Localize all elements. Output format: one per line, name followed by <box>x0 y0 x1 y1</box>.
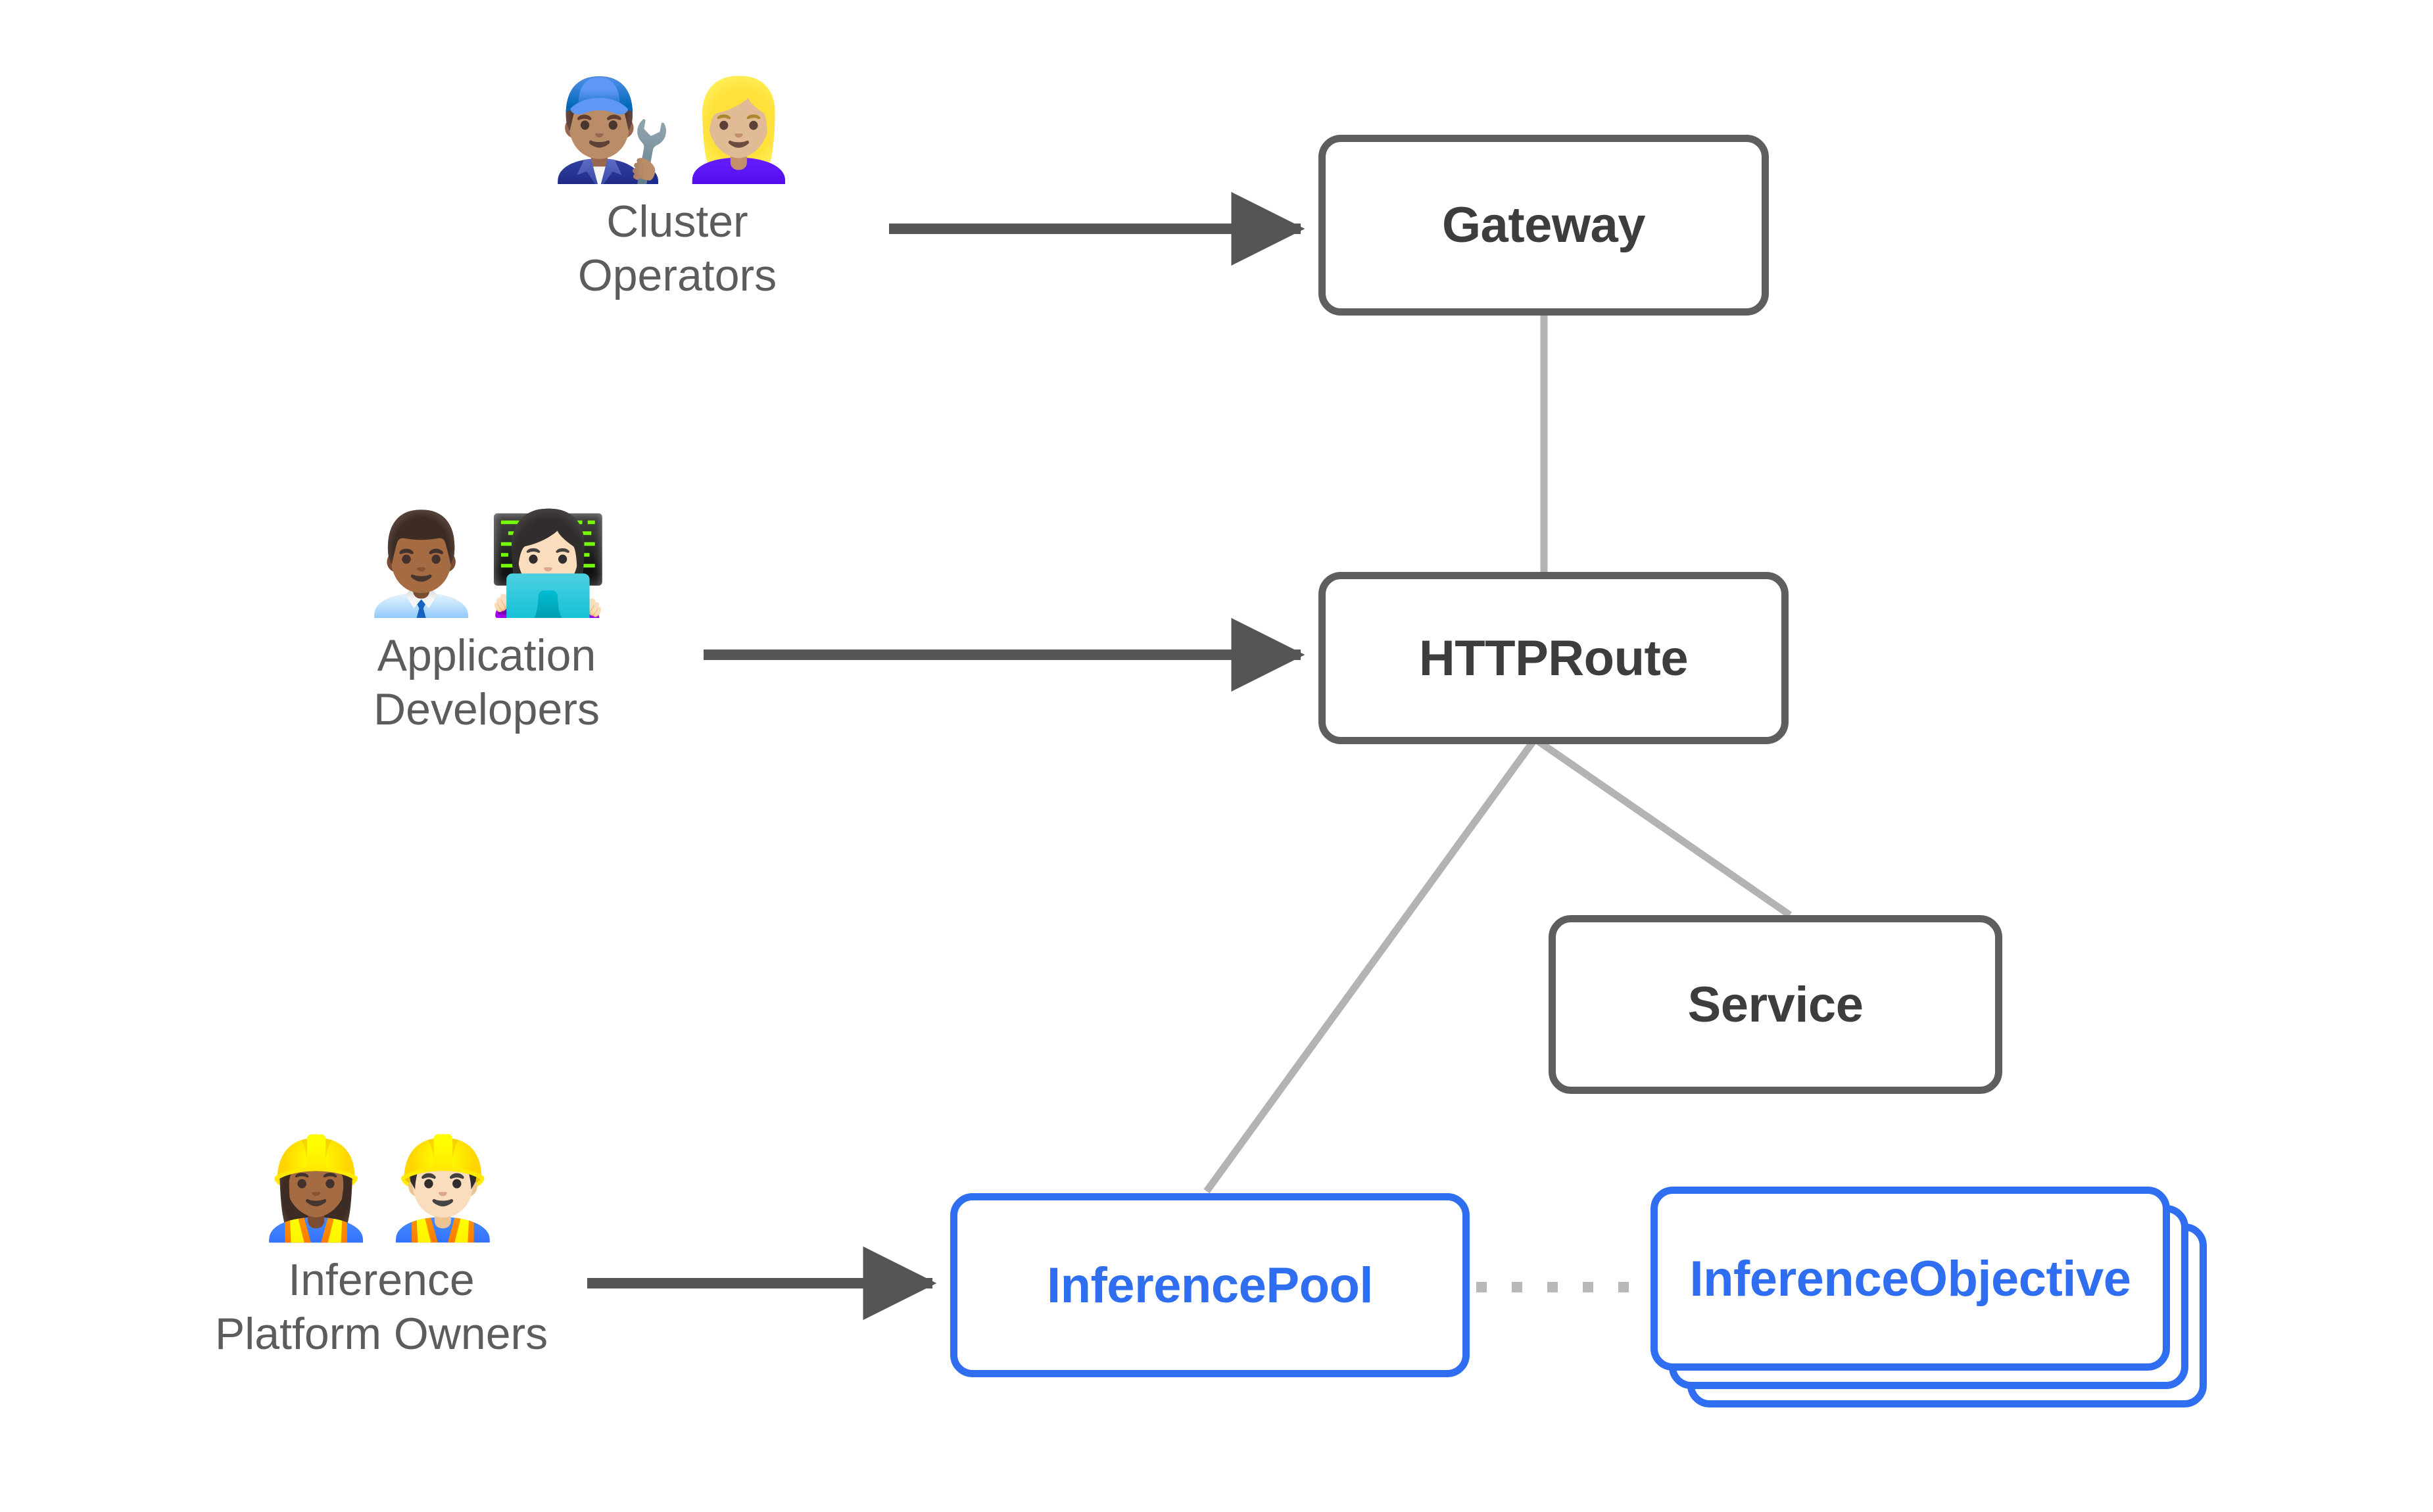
persona-application-developers: 👨🏾‍💼👩🏻‍💻 Application Developers <box>302 507 671 737</box>
cluster-operators-label: Cluster Operators <box>577 196 777 301</box>
persona-inference-platform-owners: 👷🏾‍♀️👷🏻‍♂️ Inference Platform Owners <box>164 1137 598 1361</box>
node-httproute-label: HTTPRoute <box>1418 630 1689 686</box>
edge-httproute-service <box>1534 737 1793 918</box>
node-httproute[interactable]: HTTPRoute <box>1318 572 1789 744</box>
persona-cluster-operators: 👨🏽‍🔧👱🏼‍♀️ Cluster Operators <box>500 73 855 303</box>
node-service[interactable]: Service <box>1549 915 2002 1094</box>
node-service-label: Service <box>1687 976 1864 1033</box>
node-gateway[interactable]: Gateway <box>1318 135 1769 316</box>
application-developers-label: Application Developers <box>373 630 600 735</box>
edge-httproute-inferencepool <box>1203 738 1537 1194</box>
cluster-operators-avatars: 👨🏽‍🔧👱🏼‍♀️ <box>550 73 804 187</box>
inference-platform-owners-label: Inference Platform Owners <box>214 1254 548 1359</box>
node-inferencepool[interactable]: InferencePool <box>950 1193 1470 1377</box>
node-inferencepool-label: InferencePool <box>1046 1257 1374 1313</box>
inference-platform-owners-avatars: 👷🏾‍♀️👷🏻‍♂️ <box>254 1131 508 1246</box>
node-inferenceobjective-label: InferenceObjective <box>1689 1250 2131 1307</box>
application-developers-avatars: 👨🏾‍💼👩🏻‍💻 <box>360 507 614 621</box>
node-inferenceobjective-stack[interactable]: InferenceObjective <box>1650 1187 2208 1407</box>
inferenceobjective-card-front[interactable]: InferenceObjective <box>1650 1187 2170 1371</box>
node-gateway-label: Gateway <box>1441 197 1646 253</box>
